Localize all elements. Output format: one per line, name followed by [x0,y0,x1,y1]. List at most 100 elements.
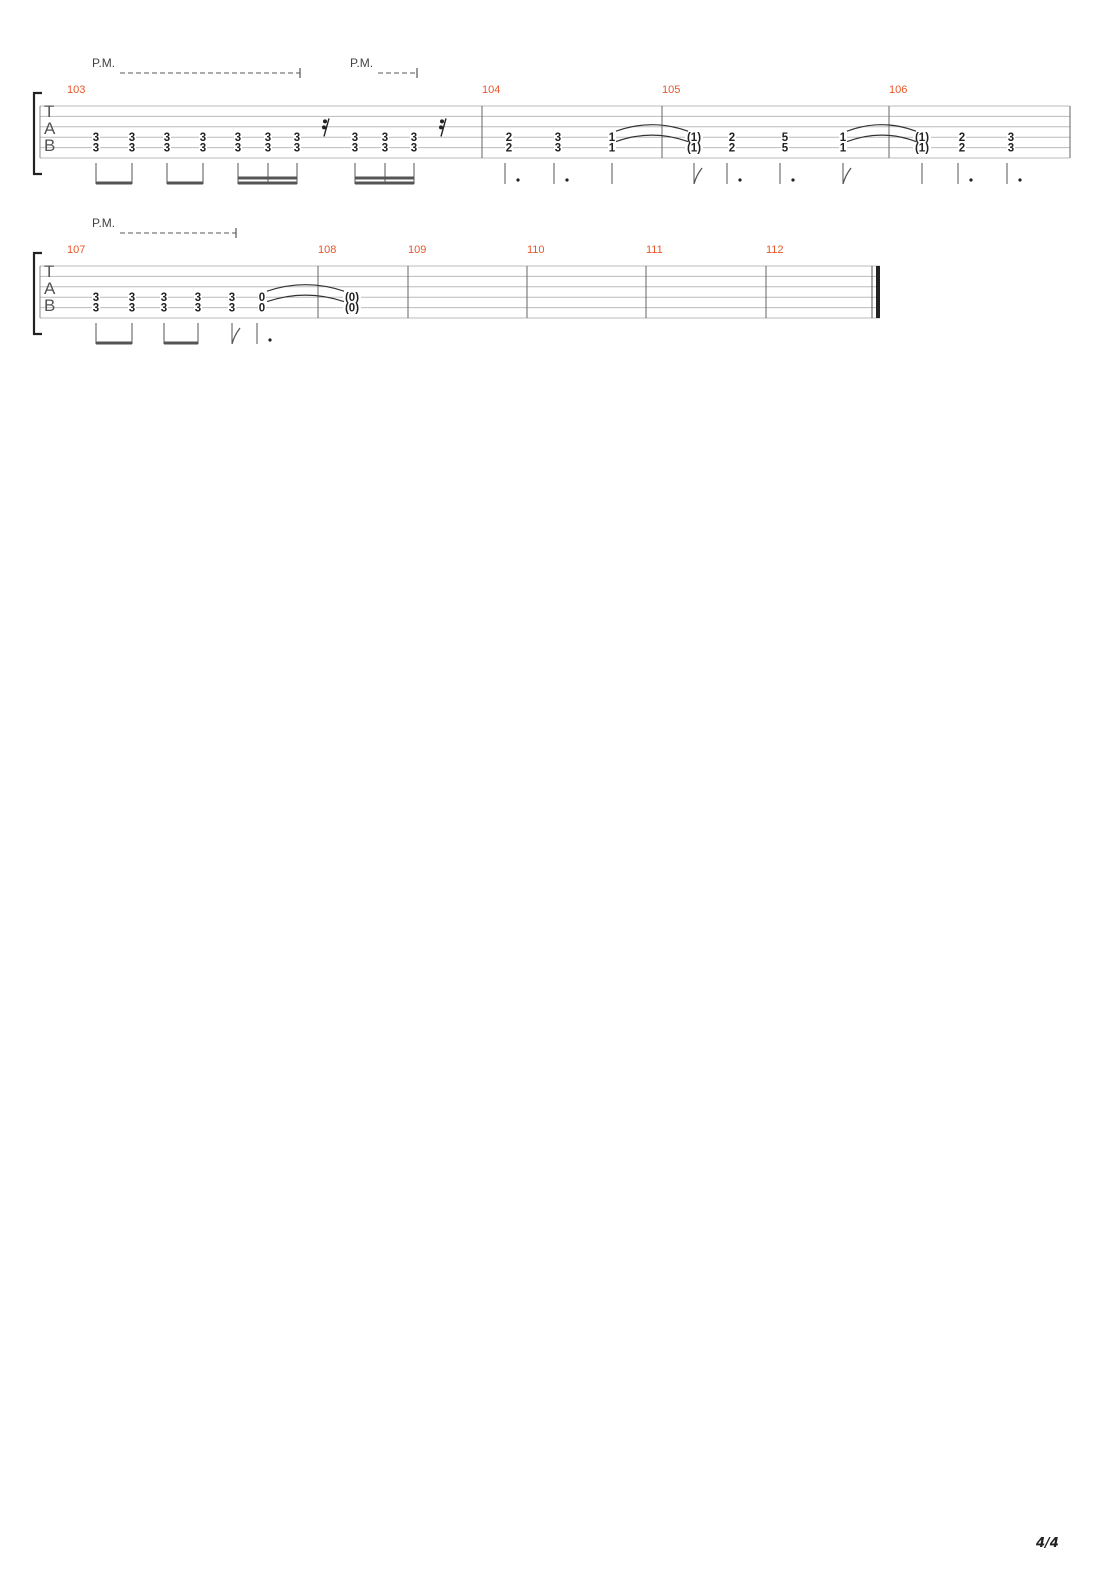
fret-number: 3 [265,143,271,155]
measure-number: 112 [766,244,784,256]
fret-number: 5 [782,132,789,144]
fret-bg [913,142,931,153]
fret-bg [258,302,266,313]
fret-bg [128,292,136,303]
fret-number: 3 [411,143,417,155]
fret-number: 1 [840,143,847,155]
tie-arc [846,124,917,132]
fret-bg [958,142,966,153]
fret-number: 3 [352,143,358,155]
fret-number: 3 [129,292,135,304]
fret-bg [258,292,266,303]
fret-bg [163,132,171,143]
measure-number: 103 [67,84,85,96]
fret-number: 3 [200,132,206,144]
palm-mute-label: P.M. [350,56,373,70]
fret-number: 3 [555,143,561,155]
rest-dot [322,125,326,130]
fret-number: 3 [382,143,388,155]
note-flag [842,167,852,185]
fret-number: 3 [294,132,300,144]
tie-arc [846,134,917,143]
fret-number: 3 [1008,132,1014,144]
fret-number: (0) [345,292,359,304]
fret-number: 2 [959,143,965,155]
fret-number: 3 [235,143,241,155]
tab-letter-b: B [44,296,55,315]
measure-number: 107 [67,244,85,256]
fret-number: 2 [506,143,512,155]
tab-letter-b: B [44,136,55,155]
note-flag [693,167,703,185]
system-bracket [32,251,42,336]
fret-number: 3 [93,132,99,144]
dot [268,338,272,342]
dot [738,178,742,182]
fret-bg [92,132,100,143]
fret-bg [608,132,616,143]
fret-number: 3 [129,143,135,155]
fret-number: 2 [506,132,512,144]
system-bracket [32,91,42,176]
page-number: 4/4 [1036,1536,1059,1551]
fret-number: 3 [1008,143,1014,155]
fret-bg [194,292,202,303]
dot [969,178,973,182]
fret-bg [913,132,931,143]
fret-number: 2 [729,143,735,155]
fret-bg [1007,132,1015,143]
fret-number: 1 [609,143,616,155]
measure-number: 106 [889,84,907,96]
tab-letter-t: T [44,262,54,281]
fret-number: 3 [164,132,170,144]
fret-bg [685,132,703,143]
fret-number: (1) [687,143,701,155]
tie-arc [266,284,345,292]
fret-bg [381,132,389,143]
palm-mute-label: P.M. [92,216,115,230]
fret-number: 3 [129,303,135,315]
measure-number: 109 [408,244,426,256]
fret-bg [410,142,418,153]
tie-arc [615,124,689,132]
fret-bg [728,142,736,153]
fret-number: 3 [161,292,167,304]
fret-bg [958,132,966,143]
fret-number: (0) [345,303,359,315]
measure-number: 104 [482,84,500,96]
fret-bg [194,302,202,313]
fret-number: 3 [555,132,561,144]
note-flag [231,327,241,345]
tab-letter-t: T [44,102,54,121]
fret-bg [234,142,242,153]
tab-system-1: TABP.M.P.M.10333333333333333333333104223… [32,56,1071,185]
fret-number: 3 [229,303,235,315]
fret-bg [228,292,236,303]
fret-number: 3 [352,132,358,144]
measure-number: 108 [318,244,336,256]
rest-stem [323,118,330,137]
fret-bg [554,132,562,143]
fret-number: 3 [411,132,417,144]
fret-bg [554,142,562,153]
fret-number: 3 [229,292,235,304]
dot [565,178,569,182]
fret-bg [781,132,789,143]
fret-bg [381,142,389,153]
fret-bg [351,142,359,153]
fret-bg [839,142,847,153]
rest-dot [439,125,443,130]
dot [1018,178,1022,182]
rest-dot [323,119,327,124]
fret-number: 3 [164,143,170,155]
fret-bg [160,292,168,303]
measure-number: 110 [527,244,545,256]
fret-bg [343,302,361,313]
fret-bg [839,132,847,143]
sixteenth-rest [439,118,447,137]
fret-bg [728,132,736,143]
fret-number: 3 [129,132,135,144]
fret-bg [228,302,236,313]
fret-bg [505,142,513,153]
